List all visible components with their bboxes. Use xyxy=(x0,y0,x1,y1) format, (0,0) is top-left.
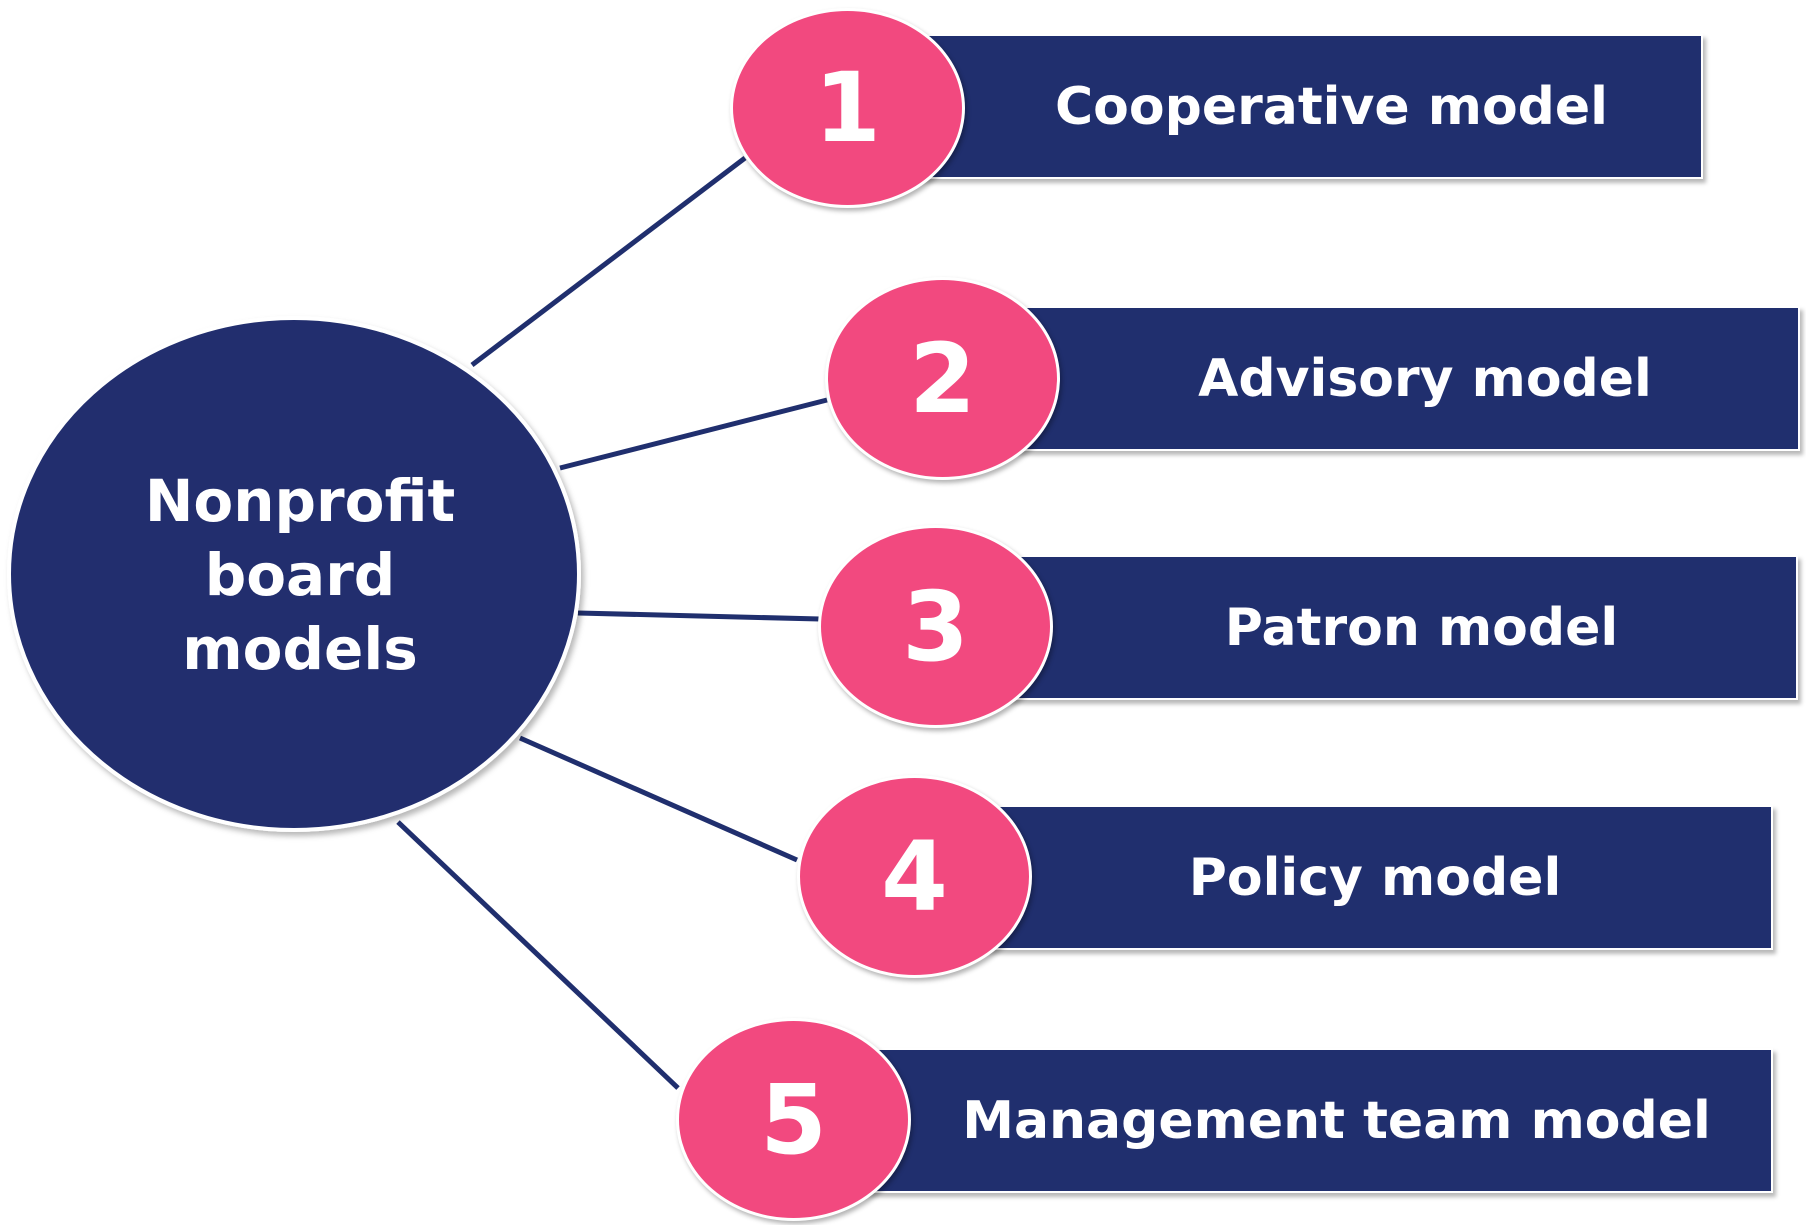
model-label-3: Patron model xyxy=(1224,597,1619,658)
model-badge-2: 2 xyxy=(825,277,1060,480)
connector-3 xyxy=(577,610,821,622)
model-bar-5 xyxy=(860,1048,1773,1193)
model-bar-2 xyxy=(995,306,1800,451)
model-number-1: 1 xyxy=(814,52,881,164)
connector-2 xyxy=(559,397,828,471)
model-bar-3 xyxy=(990,555,1798,700)
connector-5 xyxy=(396,820,680,1090)
model-badge-5: 5 xyxy=(676,1018,911,1221)
model-bar-4 xyxy=(970,805,1773,950)
model-label-4: Policy model xyxy=(1188,847,1562,908)
model-number-2: 2 xyxy=(909,322,976,435)
center-title: Nonprofit board models xyxy=(144,467,456,683)
model-label-1: Cooperative model xyxy=(1054,76,1608,137)
connector-1 xyxy=(470,156,747,367)
model-number-3: 3 xyxy=(902,570,969,683)
model-badge-1: 1 xyxy=(730,8,965,208)
model-number-4: 4 xyxy=(881,820,948,933)
connector-4 xyxy=(518,735,799,863)
model-badge-3: 3 xyxy=(818,525,1053,728)
model-number-5: 5 xyxy=(760,1063,827,1176)
model-label-5: Management team model xyxy=(962,1090,1711,1151)
model-badge-4: 4 xyxy=(797,775,1032,978)
model-label-2: Advisory model xyxy=(1198,348,1652,409)
center-ellipse xyxy=(7,316,581,832)
model-bar-1 xyxy=(905,34,1703,179)
